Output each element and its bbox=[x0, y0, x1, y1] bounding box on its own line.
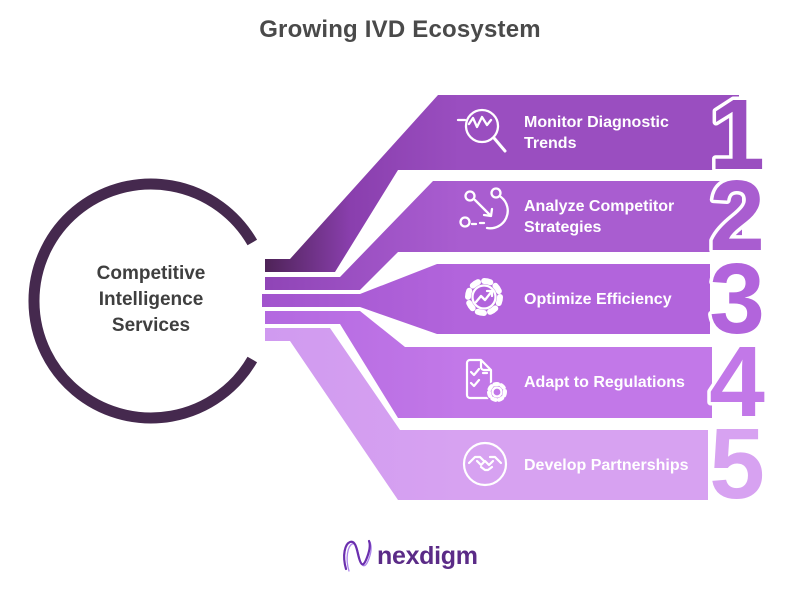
step-number-5: 5 bbox=[709, 408, 765, 520]
banner-shape-1 bbox=[265, 95, 739, 272]
step-number-3: 3 bbox=[709, 243, 765, 355]
magnifier-trend-icon bbox=[456, 108, 507, 153]
banner-label-5-text: Develop Partnerships bbox=[524, 456, 689, 474]
brand-wordmark: nexdigm bbox=[377, 542, 478, 570]
step-number-4: 4 bbox=[709, 326, 765, 438]
banner-label-1: Monitor Diagnostic Trends bbox=[524, 95, 684, 170]
banner-label-2-text: Analyze Competitor Strategies bbox=[524, 197, 675, 236]
scatter-arrow-icon bbox=[459, 187, 509, 230]
step-number-1: 1 bbox=[709, 79, 765, 191]
handshake-icon bbox=[462, 441, 508, 487]
banner-label-2: Analyze Competitor Strategies bbox=[524, 181, 684, 252]
banner-label-5: Develop Partnerships bbox=[524, 430, 709, 500]
hub-label: Competitive Intelligence Services bbox=[96, 263, 206, 336]
page-title: Growing IVD Ecosystem bbox=[259, 16, 541, 43]
banner-shape-5 bbox=[265, 328, 708, 500]
banner-label-3: Optimize Efficiency bbox=[524, 264, 709, 334]
hub-ring bbox=[28, 178, 258, 424]
banner-label-4-text: Adapt to Regulations bbox=[524, 374, 685, 391]
gear-chart-icon bbox=[465, 278, 503, 316]
banner-label-4: Adapt to Regulations bbox=[524, 347, 709, 418]
banner-shape-4 bbox=[265, 311, 712, 418]
banner-shape-2 bbox=[265, 181, 742, 290]
checklist-gear-icon bbox=[465, 358, 508, 403]
nexdigm-logo-mark bbox=[343, 539, 372, 572]
banner-label-1-text: Monitor Diagnostic Trends bbox=[524, 113, 669, 152]
banner-label-3-text: Optimize Efficiency bbox=[524, 290, 672, 308]
step-number-2: 2 bbox=[709, 160, 765, 272]
